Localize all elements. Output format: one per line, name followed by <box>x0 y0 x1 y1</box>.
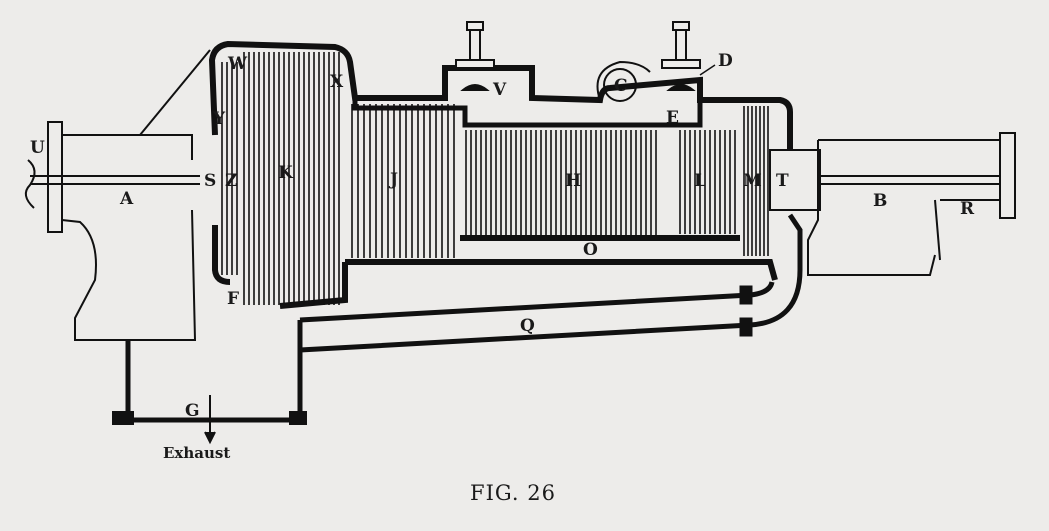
label-d: D <box>718 51 733 71</box>
label-b: B <box>873 191 887 211</box>
label-l: L <box>694 171 706 191</box>
label-v: V <box>492 80 507 100</box>
right-bearing-housing <box>769 132 1016 276</box>
label-s: S <box>204 171 216 191</box>
label-e: E <box>666 108 679 128</box>
rotor-blading <box>221 52 769 305</box>
figure-caption: FIG. 26 <box>470 481 556 505</box>
label-w: W <box>227 54 248 74</box>
label-q: Q <box>520 316 535 336</box>
label-x: X <box>330 72 344 92</box>
label-j: J <box>388 170 398 190</box>
label-z: Z <box>225 171 237 191</box>
governor-c <box>596 60 716 102</box>
label-a: A <box>119 189 134 209</box>
label-r: R <box>960 199 975 219</box>
label-c: C <box>614 76 628 96</box>
valve-d <box>661 21 701 91</box>
label-u: U <box>30 138 45 158</box>
left-bearing-housing <box>24 49 211 341</box>
label-o: O <box>583 240 598 260</box>
balance-pipe <box>299 213 803 353</box>
valve-v <box>455 21 495 91</box>
exhaust-label: Exhaust <box>163 444 230 462</box>
label-g: G <box>185 401 200 421</box>
turbine-casing <box>208 40 793 309</box>
exhaust-chamber <box>112 320 307 445</box>
label-m: M <box>743 171 762 191</box>
label-k: K <box>278 163 294 183</box>
label-t: T <box>776 171 789 191</box>
diagram-labels: U A S Z K W Y X J V C D E H L M T B R O … <box>30 51 975 505</box>
label-y: Y <box>212 109 226 129</box>
label-h: H <box>565 171 581 191</box>
label-f: F <box>227 289 239 309</box>
